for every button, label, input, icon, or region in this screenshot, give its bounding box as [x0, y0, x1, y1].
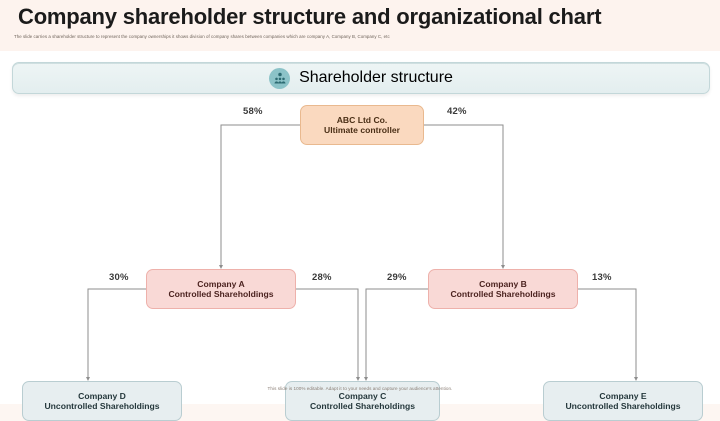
banner-content: Shareholder structure: [269, 67, 453, 89]
edge-root-to-b: [424, 124, 505, 269]
node-title: Company A: [197, 278, 245, 289]
page-title: Company shareholder structure and organi…: [18, 4, 602, 29]
edge-label-13: 13%: [592, 272, 612, 283]
node-subtitle: Uncontrolled Shareholdings: [565, 401, 681, 411]
people-group-icon: [269, 67, 291, 89]
edge-b-to-c: [364, 288, 428, 381]
node-abc-ltd-co[interactable]: ABC Ltd Co. Ultimate controller: [300, 105, 424, 145]
node-subtitle: Controlled Shareholdings: [309, 401, 416, 411]
node-company-a[interactable]: Company A Controlled Shareholdings: [146, 269, 296, 309]
edge-label-58: 58%: [243, 106, 263, 117]
node-subtitle: Controlled Shareholdings: [168, 289, 274, 299]
edge-label-28: 28%: [312, 272, 332, 283]
node-company-b[interactable]: Company B Controlled Shareholdings: [428, 269, 578, 309]
banner-label: Shareholder structure: [299, 69, 453, 86]
edge-b-to-e: [578, 288, 638, 381]
edge-label-42: 42%: [447, 106, 467, 117]
section-banner[interactable]: Shareholder structure: [12, 62, 710, 94]
slide-header: Company shareholder structure and organi…: [0, 0, 720, 52]
edge-label-29: 29%: [387, 272, 407, 283]
node-title: Company E: [599, 390, 647, 401]
edge-label-30: 30%: [109, 272, 129, 283]
slide-footer-note: This slide is 100% editable. Adapt it to…: [267, 386, 453, 391]
node-subtitle: Ultimate controller: [324, 125, 400, 135]
node-subtitle: Controlled Shareholdings: [450, 289, 556, 299]
page-subtitle: The slide carries a shareholder structur…: [14, 34, 390, 39]
node-title: ABC Ltd Co.: [336, 114, 388, 125]
edge-root-to-a: [219, 124, 300, 269]
connector-lines: [86, 124, 638, 381]
node-title: Company B: [479, 278, 527, 289]
diagram-canvas: Shareholder structure 58% 42% 30% 28% 29…: [0, 51, 720, 421]
edge-a-to-d: [86, 288, 146, 381]
node-subtitle: Uncontrolled Shareholdings: [44, 401, 160, 411]
node-title: Company C: [338, 390, 387, 401]
node-title: Company D: [78, 390, 126, 401]
edge-a-to-c: [296, 288, 360, 381]
